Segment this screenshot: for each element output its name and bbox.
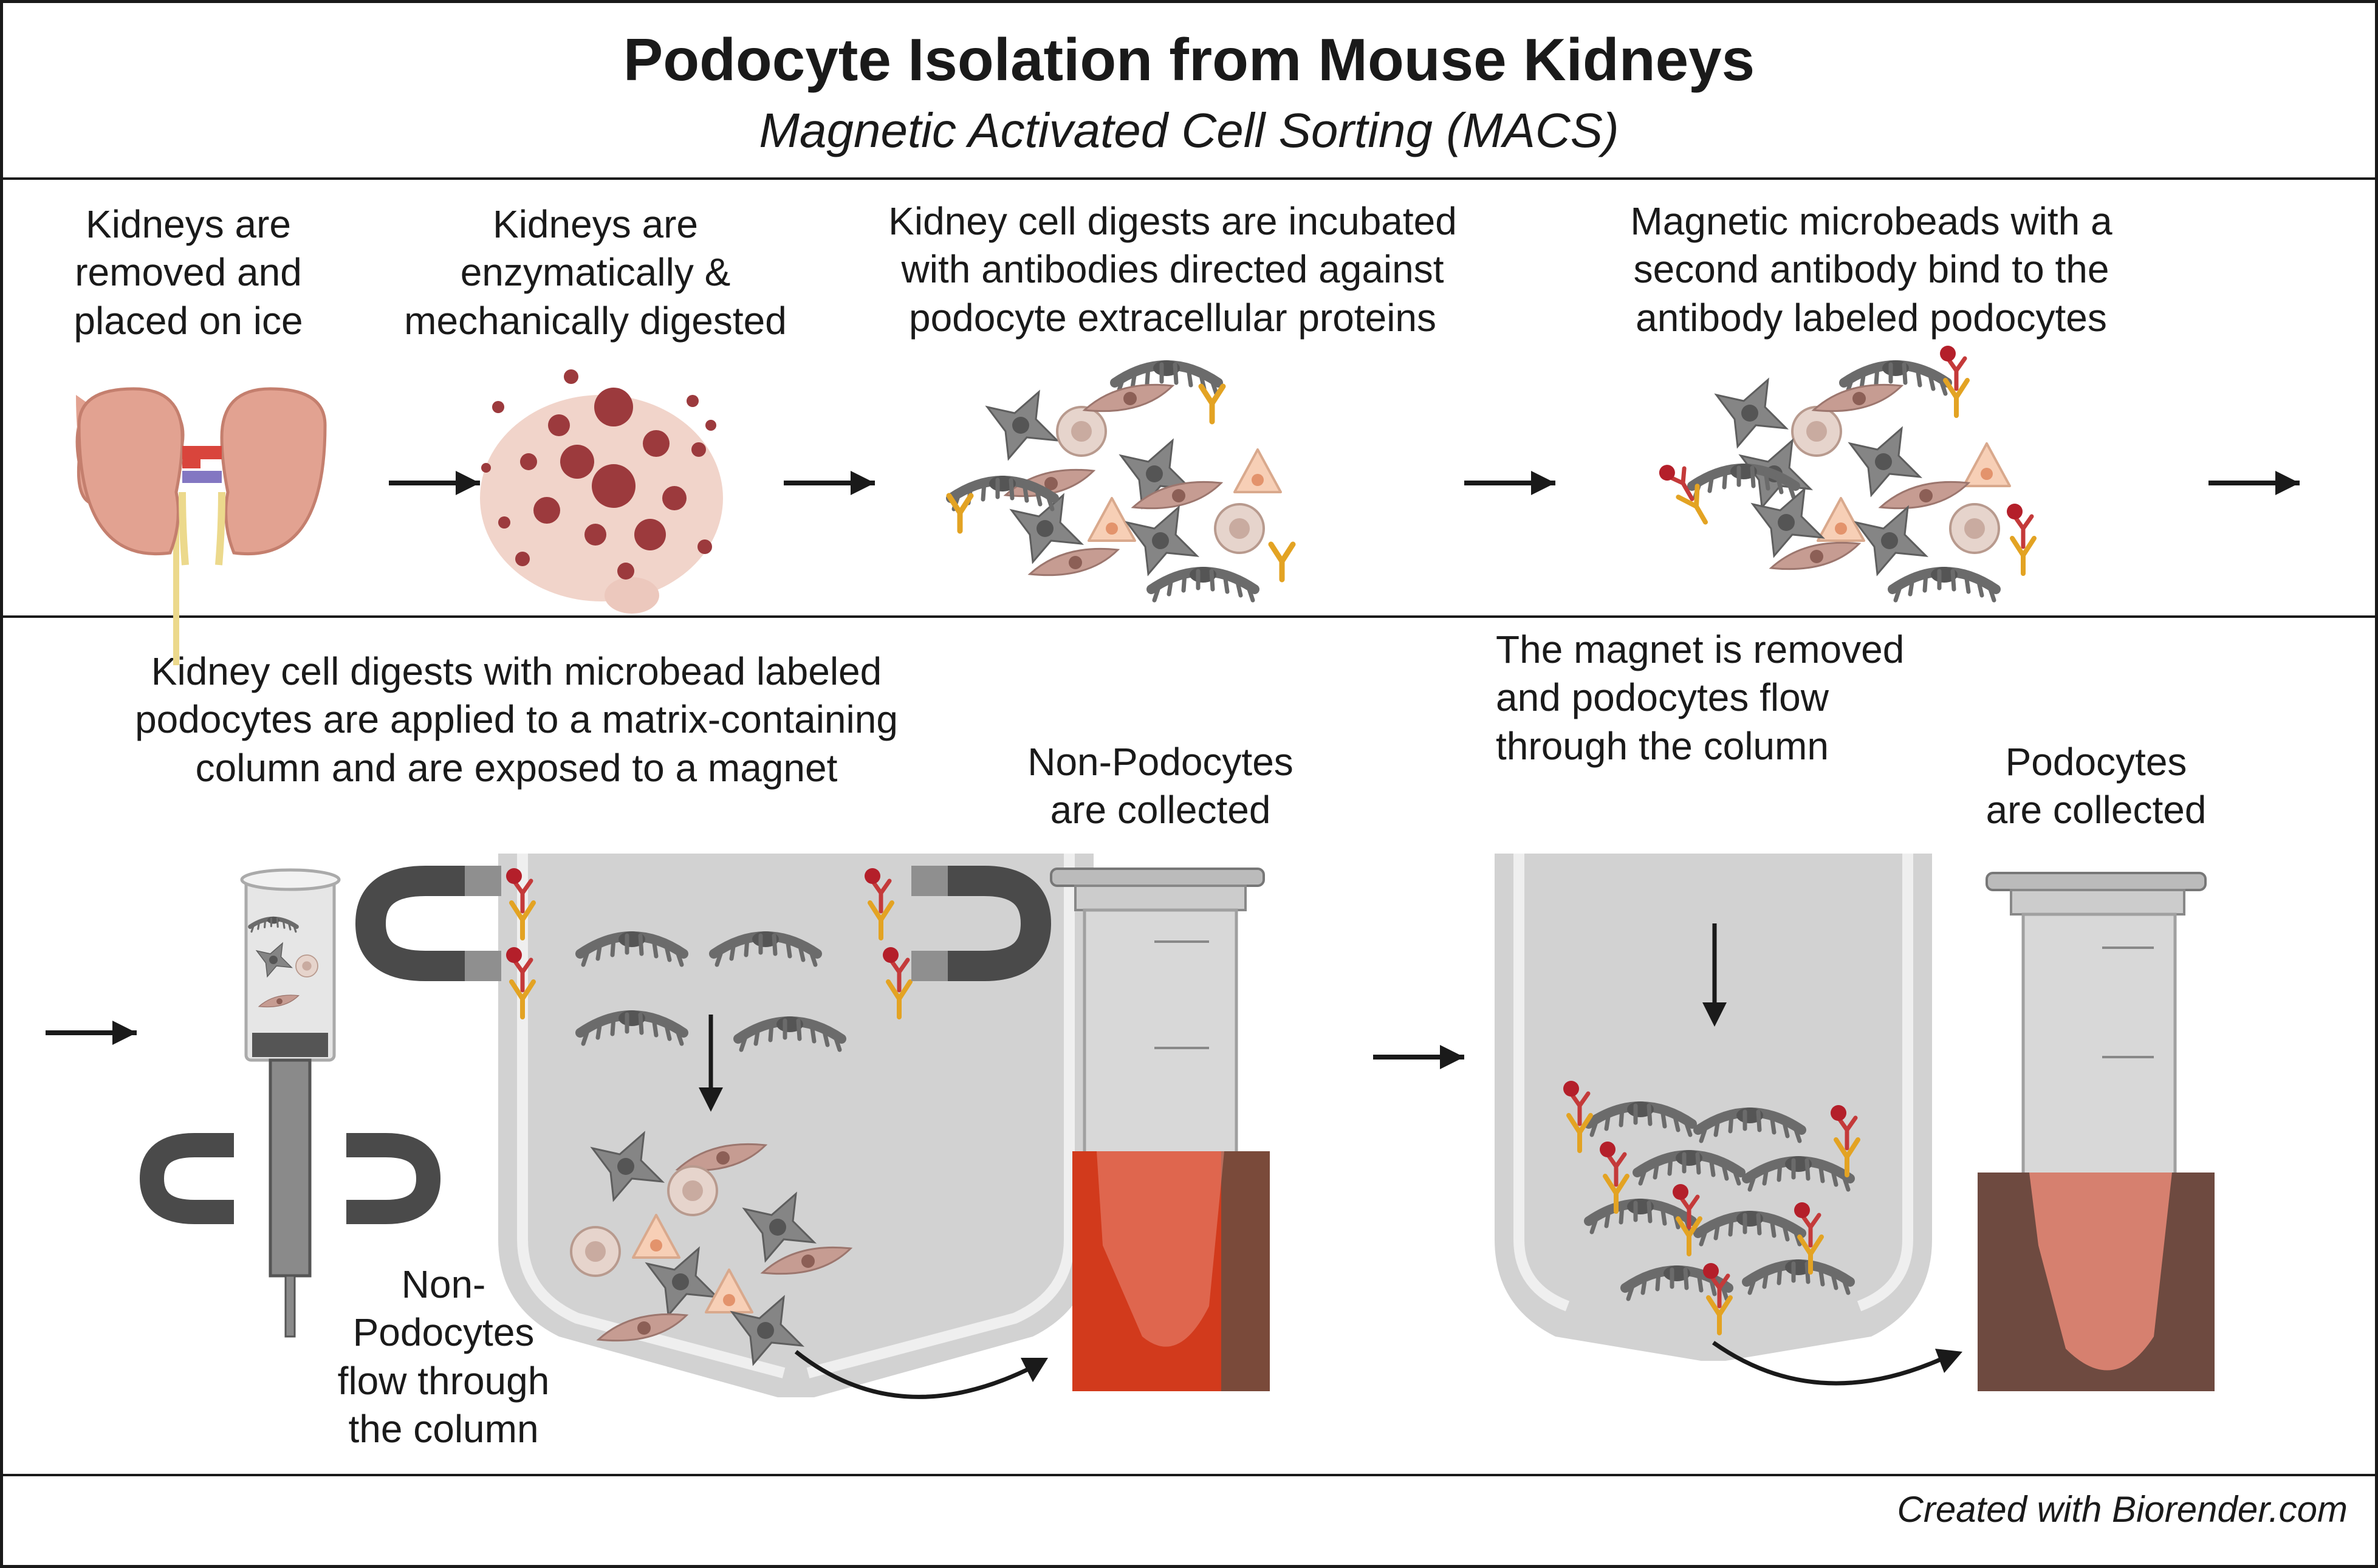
caption-line: with antibodies directed against: [901, 247, 1444, 292]
antibody-icon: [1271, 544, 1293, 580]
caption-line: The magnet is removed: [1496, 628, 1905, 671]
arrow-icon: [1464, 471, 1555, 495]
caption-line: podocyte extracellular proteins: [908, 295, 1437, 340]
caption-line: Non-Podocytes: [1027, 740, 1294, 784]
microbead-icon: [2007, 504, 2034, 573]
caption-line: Kidneys are: [493, 202, 698, 246]
kidney-icon: [75, 387, 327, 665]
caption-line: are collected: [1986, 788, 2207, 832]
divider-row1: [3, 615, 2375, 618]
caption-line: second antibody bind to the: [1633, 247, 2109, 292]
caption-line: Non-: [401, 1262, 486, 1306]
caption-line: through the column: [1496, 724, 1829, 768]
arrow-icon: [46, 1021, 137, 1045]
column-icon: [498, 854, 1094, 1397]
step-4-caption: Magnetic microbeads with a second antibo…: [1568, 197, 2175, 342]
caption-line: placed on ice: [74, 298, 303, 343]
step-9-caption: Podocytes are collected: [1914, 738, 2278, 835]
step-2-caption: Kidneys are enzymatically & mechanically…: [365, 200, 826, 345]
caption-line: enzymatically &: [460, 250, 731, 295]
column-icon: [1495, 854, 1932, 1361]
microbead-cell-mix-icon: [1656, 346, 2034, 600]
caption-line: Podocytes: [2005, 740, 2187, 784]
magnet-icon: [355, 866, 1052, 981]
arrow-icon: [389, 471, 480, 495]
collection-tube-icon: [1978, 872, 2215, 1391]
figure-title: Podocyte Isolation from Mouse Kidneys: [623, 26, 1755, 93]
figure-subtitle: Magnetic Activated Cell Sorting (MACS): [759, 103, 1619, 157]
step-8-caption: The magnet is removed and podocytes flow…: [1496, 626, 1994, 770]
arrow-icon: [2208, 471, 2300, 495]
microbead-icon: [1656, 456, 1715, 530]
collection-tube-icon: [1050, 868, 1270, 1391]
antibody-icon: [949, 496, 971, 531]
arrow-icon: [1712, 1341, 1945, 1386]
cell-mix-icon: [949, 360, 1293, 600]
arrow-icon: [784, 471, 875, 495]
divider-header: [3, 177, 2375, 180]
caption-line: Magnetic microbeads with a: [1630, 199, 2112, 243]
microbead-icon: [1940, 346, 1967, 416]
credit-text: Created with Biorender.com: [1897, 1489, 2348, 1530]
caption-line: the column: [348, 1407, 539, 1451]
caption-line: flow through: [337, 1358, 550, 1403]
caption-line: Podocytes: [352, 1310, 535, 1355]
caption-line: antibody labeled podocytes: [1636, 295, 2107, 340]
divider-footer: [3, 1474, 2375, 1476]
magnet-icon: [139, 1133, 441, 1224]
caption-line: Kidneys are: [86, 202, 291, 246]
step-1-caption: Kidneys are removed and placed on ice: [24, 200, 352, 345]
step-7-caption: Non- Podocytes flow through the column: [304, 1261, 583, 1453]
digested-tissue-icon: [480, 369, 723, 614]
caption-line: Kidney cell digests with microbead label…: [151, 649, 882, 693]
arrow-icon: [1373, 1045, 1464, 1069]
step-6-caption: Non-Podocytes are collected: [978, 738, 1343, 835]
caption-line: podocytes are applied to a matrix-contai…: [135, 697, 898, 742]
caption-line: column and are exposed to a magnet: [195, 745, 838, 790]
caption-line: Kidney cell digests are incubated: [888, 199, 1457, 243]
antibody-icon: [1201, 386, 1223, 422]
caption-line: and podocytes flow: [1496, 676, 1829, 720]
step-3-caption: Kidney cell digests are incubated with a…: [838, 197, 1507, 342]
caption-line: removed and: [75, 250, 302, 295]
caption-line: mechanically digested: [404, 298, 787, 343]
caption-line: are collected: [1050, 788, 1271, 832]
arrow-icon: [794, 1350, 1034, 1399]
column-icon: [240, 868, 341, 1338]
step-5-caption: Kidney cell digests with microbead label…: [61, 648, 972, 792]
